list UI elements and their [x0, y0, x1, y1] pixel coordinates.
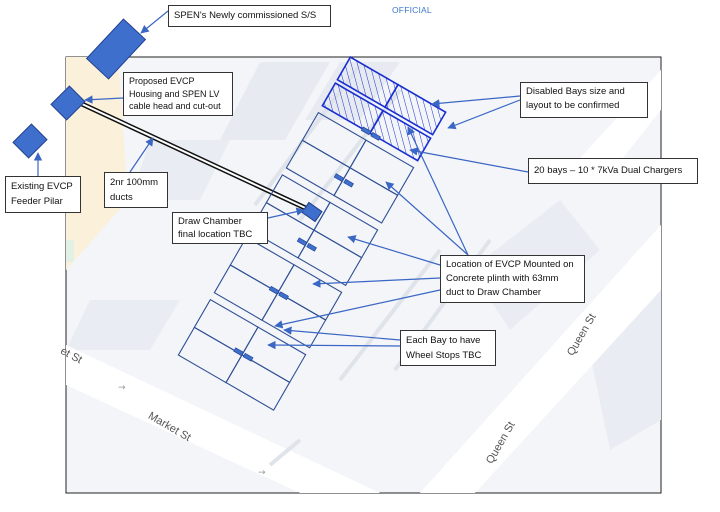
road-direction-arrow: →: [258, 468, 266, 478]
callout-ducts-text: 2nr 100mm ducts: [110, 177, 159, 203]
callout-ducts: 2nr 100mm ducts: [104, 172, 168, 208]
substation-block: [85, 18, 147, 80]
callout-disabled-bays: Disabled Bays size and layout to be conf…: [520, 82, 648, 118]
arrow-ducts: [129, 137, 154, 173]
parking-bay: [277, 264, 343, 321]
parking-bays: [177, 56, 447, 411]
parking-bay: [349, 139, 415, 197]
arrow-disabled-2: [447, 99, 521, 130]
callout-substation: SPEN's Newly commissioned S/S: [168, 5, 331, 27]
building-block: [66, 300, 180, 350]
evcp-charger: [306, 242, 317, 252]
road-market-st: [66, 345, 380, 493]
beige-land-area: [66, 57, 128, 270]
feeder-pillar-block: [12, 123, 48, 159]
evcp-charger: [233, 347, 244, 357]
callout-substation-text: SPEN's Newly commissioned S/S: [174, 10, 317, 21]
disabled-bay: [383, 83, 447, 136]
arrow-evcp-loc-5: [274, 289, 441, 329]
road-direction-arrow: →: [118, 383, 126, 393]
callout-disabled-bays-text: Disabled Bays size and layout to be conf…: [526, 86, 625, 111]
official-marking: OFFICIAL: [392, 5, 432, 15]
callout-evcp-housing: Proposed EVCP Housing and SPEN LV cable …: [123, 72, 233, 116]
callout-evcp-location: Location of EVCP Mounted on Concrete pli…: [440, 255, 585, 303]
callout-draw-chamber: Draw Chamber final location TBC: [172, 212, 268, 244]
callout-feeder-pillar-text: Existing EVCP Feeder Pilar: [11, 181, 73, 207]
callout-evcp-location-text: Location of EVCP Mounted on Concrete pli…: [446, 259, 574, 298]
bay-column-b: [225, 139, 415, 411]
green-land-area: [66, 240, 74, 262]
arrow-evcp-loc-4: [312, 277, 441, 288]
evcp-charger: [343, 178, 354, 188]
evcp-charger: [268, 285, 280, 295]
callout-evcp-housing-text: Proposed EVCP Housing and SPEN LV cable …: [129, 76, 221, 111]
arrow-evcp-loc-3: [347, 235, 441, 266]
cable-ducts: [80, 101, 316, 215]
evcp-charger: [242, 352, 254, 362]
arrow-evcp-loc-1: [407, 126, 469, 256]
arrow-disabled-1: [431, 95, 521, 108]
draw-chamber-block: [301, 201, 323, 223]
callout-draw-chamber-text: Draw Chamber final location TBC: [178, 216, 253, 240]
arrow-evcp-loc-2: [385, 181, 469, 256]
arrow-draw-chamber: [267, 207, 305, 219]
evcp-housing-block: [50, 85, 86, 121]
evcp-charger: [333, 173, 345, 183]
evcp-charger: [370, 132, 381, 141]
road-queen-st: [420, 225, 661, 493]
evcp-charger: [296, 237, 308, 247]
callout-wheel-stops-text: Each Bay to have Wheel Stops TBC: [406, 335, 482, 361]
arrow-wheel-stops-2: [267, 340, 401, 350]
evcp-charger: [360, 126, 372, 136]
leader-arrows: [33, 10, 529, 350]
arrow-substation: [140, 10, 169, 34]
arrow-wheel-stops-1: [283, 326, 401, 341]
arrow-evcp-housing: [84, 95, 124, 104]
callout-wheel-stops: Each Bay to have Wheel Stops TBC: [400, 330, 496, 366]
callout-bays-chargers: 20 bays – 10 * 7kVa Dual Chargers: [528, 158, 698, 184]
parking-bay: [241, 326, 307, 384]
callout-bays-chargers-text: 20 bays – 10 * 7kVa Dual Chargers: [534, 165, 683, 176]
evcp-charger: [278, 291, 289, 301]
equipment: [12, 18, 323, 223]
building-block: [220, 62, 330, 140]
arrow-bays-chargers: [409, 147, 529, 173]
callout-feeder-pillar: Existing EVCP Feeder Pilar: [5, 176, 81, 213]
evcp-chargers: [233, 126, 381, 362]
